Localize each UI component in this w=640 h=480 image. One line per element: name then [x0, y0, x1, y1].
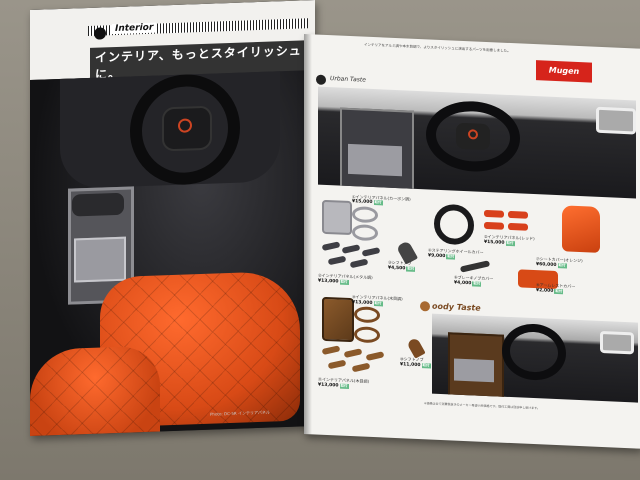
part-strip-dark: [327, 255, 347, 266]
part-ring-silver: [352, 206, 378, 224]
part-shift-knob-wood: [406, 337, 426, 359]
part-ring-wood: [354, 306, 380, 324]
section-marker-icon: [316, 74, 326, 85]
woody-w-icon: [420, 301, 430, 312]
part-interior-panel-silver: [322, 199, 352, 236]
radio-unit: [454, 358, 494, 383]
part-strip-wood: [327, 359, 347, 370]
air-vents: [72, 192, 124, 217]
intro-text: インテリアをアルミ調や本木目調で、よりスタイリッシュに演出するパーツを用意しまし…: [364, 42, 511, 54]
honda-logo-icon: [468, 129, 478, 140]
part-label: ⑩シフトノブ: [400, 356, 424, 363]
woody-section-label: oody Taste: [432, 301, 481, 313]
part-strip-wood: [351, 362, 371, 373]
urban-interior-photo: [318, 86, 636, 199]
orange-seat-side: [30, 345, 160, 437]
part-strip-wood: [321, 345, 341, 356]
left-page: Interior インテリア、もっとスタイリッシュに。 Photo: DC-5R…: [30, 0, 315, 437]
part-strip-dark: [341, 244, 361, 254]
quilt-pattern: [30, 345, 160, 437]
radio-unit: [74, 236, 126, 283]
woody-interior-photo: [432, 313, 638, 403]
part-red-strip: [484, 209, 504, 218]
part-interior-panel-wood: [322, 296, 354, 343]
part-strip-wood: [365, 351, 385, 361]
steering-wheel: [502, 322, 566, 382]
radio-unit: [348, 143, 402, 177]
part-red-strip: [484, 221, 504, 230]
part-strip-dark: [361, 247, 381, 257]
part-brake-lever: [459, 260, 491, 273]
cabin-photo: [30, 70, 315, 437]
part-strip-wood: [343, 348, 363, 359]
page-fold-shadow: [304, 34, 312, 435]
side-mirror: [596, 106, 636, 135]
part-ring-wood: [354, 326, 380, 344]
part-strip-dark: [349, 258, 369, 269]
part-ring-silver: [352, 224, 378, 242]
section-title: Interior: [112, 22, 157, 35]
side-mirror: [600, 330, 634, 355]
part-label: ③シフトノブ: [388, 259, 412, 266]
part-strip-dark: [321, 241, 341, 252]
part-red-strip: [508, 222, 528, 231]
part-red-strip: [508, 210, 528, 219]
part-steering-cover: [434, 203, 474, 246]
mugen-logo: Mugen: [536, 60, 592, 83]
right-page: インテリアをアルミ調や本木目調で、よりスタイリッシュに演出するパーツを用意しまし…: [304, 34, 640, 449]
section-badge-icon: [94, 27, 106, 40]
footnote: ※価格は全て消費税抜きのメーカー希望小売価格です。取付工賃は別途申し受けます。: [424, 401, 540, 411]
part-seat-cover: [562, 205, 600, 253]
brochure: Interior インテリア、もっとスタイリッシュに。 Photo: DC-5R…: [8, 0, 640, 474]
urban-section-label: Urban Taste: [330, 75, 366, 84]
left-header: Interior インテリア、もっとスタイリッシュに。: [30, 0, 315, 84]
